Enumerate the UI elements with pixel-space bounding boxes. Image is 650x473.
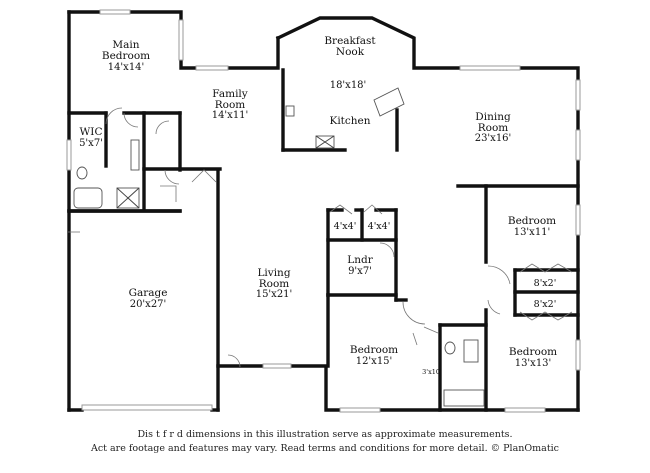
bathtub-icon xyxy=(73,187,103,209)
room-name-bedroom-mid: Bedroom xyxy=(350,344,398,356)
room-name-bedroom-se: Bedroom xyxy=(509,346,557,358)
room-dims-garage: 20'x27' xyxy=(130,299,167,310)
fixtures xyxy=(73,87,485,407)
room-name-garage: Garage xyxy=(129,287,168,299)
room-name-bedroom-ne: Bedroom xyxy=(508,215,556,227)
room-dims-living-room: 15'x21' xyxy=(256,289,293,300)
bathtub-icon xyxy=(443,389,485,407)
toilet-icon xyxy=(76,166,88,180)
room-dims-closet-b: 4'x4' xyxy=(368,221,391,232)
windows xyxy=(66,9,581,413)
room-dims-bedroom-se: 13'x13' xyxy=(515,358,552,369)
room-dims-bedroom-mid: 12'x15' xyxy=(356,356,393,367)
disclaimer: Dis t f r d dimensions in this illustrat… xyxy=(0,428,650,456)
room-name-wic: WIC xyxy=(80,126,103,138)
room-dims-closet-d: 8'x2' xyxy=(534,299,557,310)
vanity-icon xyxy=(130,139,140,171)
room-name-kitchen: Kitchen xyxy=(329,115,370,127)
toilet-icon xyxy=(444,341,456,355)
island-icon xyxy=(373,87,405,117)
walls xyxy=(67,10,580,412)
room-dims-bedroom-ne: 13'x11' xyxy=(514,227,551,238)
room-name-laundry: Lndr xyxy=(347,254,373,266)
room-dims-closet-a: 4'x4' xyxy=(334,221,357,232)
room-dims-family-room: 14'x11' xyxy=(212,110,249,121)
disclaimer-line-1: Dis t f r d dimensions in this illustrat… xyxy=(137,429,513,440)
sink-icon xyxy=(463,339,479,363)
room-dims-main-bedroom: 14'x14' xyxy=(108,62,145,73)
room-dims-laundry: 9'x7' xyxy=(348,266,372,277)
room-dims-dining-room: 23'x16' xyxy=(475,133,512,144)
doors xyxy=(68,107,573,368)
room-dims-wic: 5'x7' xyxy=(79,138,103,149)
room-dims-closet-c: 8'x2' xyxy=(534,278,557,289)
room-dims-kitchen: 18'x18' xyxy=(330,80,367,91)
stove-icon xyxy=(285,105,295,117)
disclaimer-line-2: Act are footage and features may vary. R… xyxy=(90,443,560,454)
room-dims-bath-closet: 3'x10' xyxy=(422,368,442,376)
